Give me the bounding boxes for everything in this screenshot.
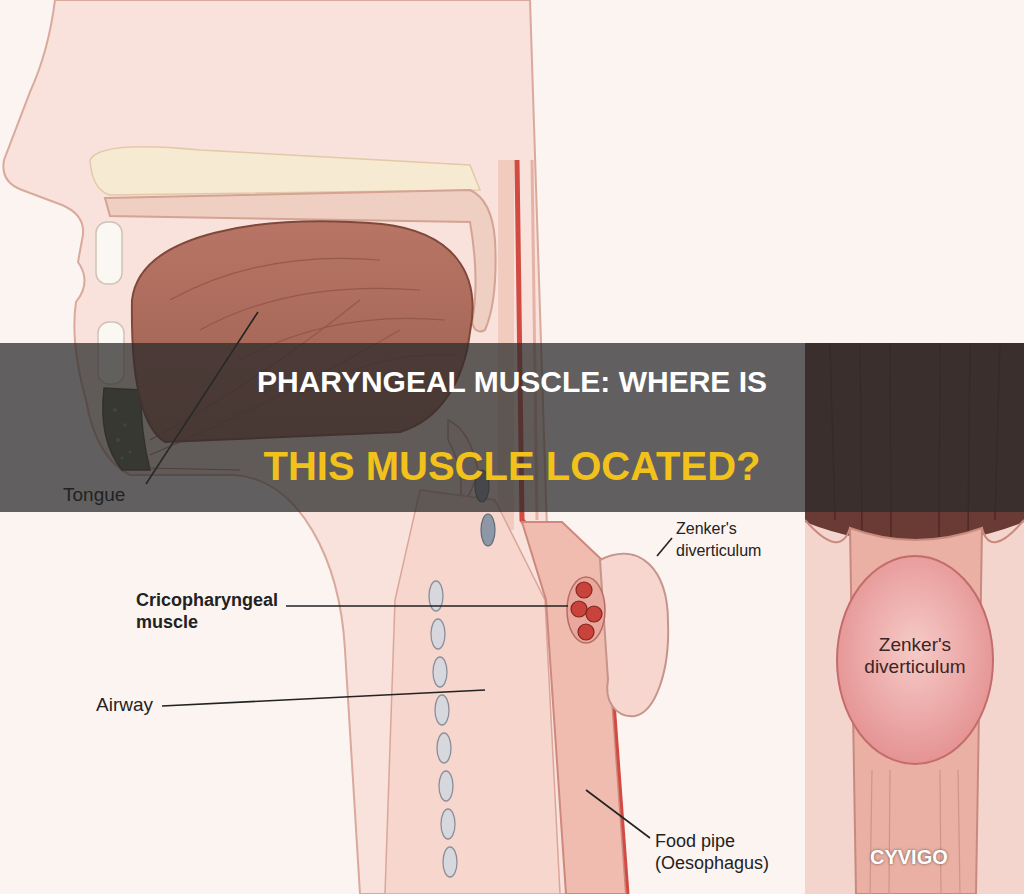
nasal-cavity xyxy=(90,147,480,195)
part-label: Zenker's diverticulum xyxy=(676,518,794,562)
cricopharyngeal-fibres xyxy=(571,582,602,640)
page-title: PHARYNGEAL MUSCLE: WHERE IS THIS MUSCLE … xyxy=(229,340,795,508)
part-label: Airway xyxy=(96,694,186,716)
upper-teeth xyxy=(96,222,122,284)
cricopharyngeal-section xyxy=(567,577,605,643)
part-label: Cricopharyngeal muscle xyxy=(136,589,286,633)
zenker-pouch xyxy=(600,554,668,716)
part-label: Food pipe (Oesophagus) xyxy=(655,830,815,874)
tracheal-rings xyxy=(429,581,457,877)
watermark: CYVIGO xyxy=(870,846,980,868)
inset-label: Zenker's diverticulum xyxy=(850,634,980,678)
part-label: Tongue xyxy=(63,484,183,506)
